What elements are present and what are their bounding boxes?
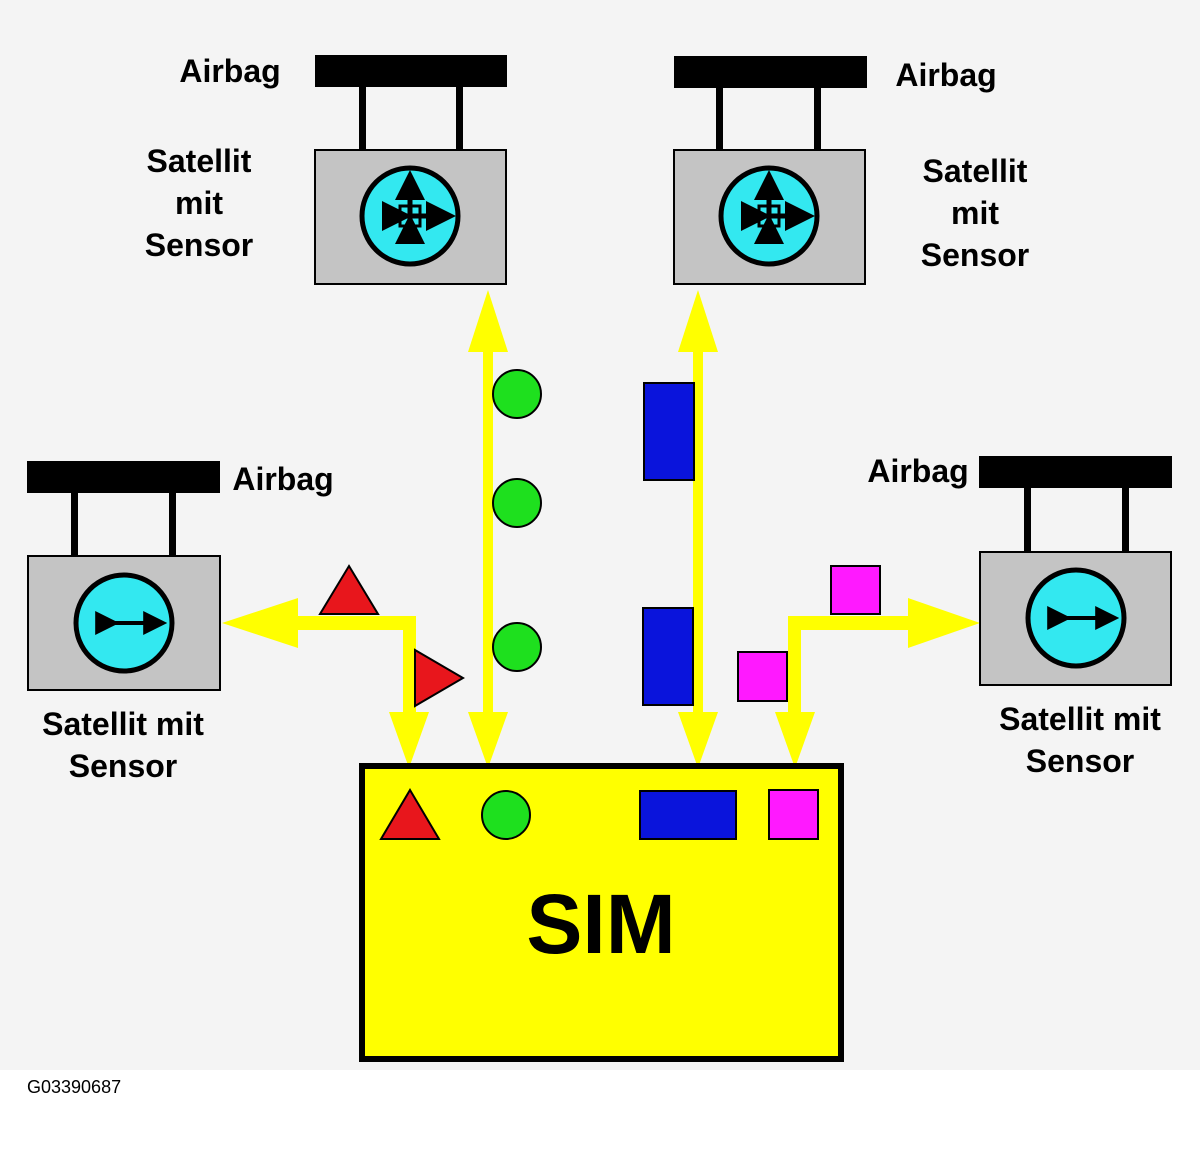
green-circle-icon bbox=[492, 478, 542, 528]
sim-box bbox=[359, 763, 844, 1062]
magenta-square-icon bbox=[830, 565, 881, 615]
signal-symbols bbox=[318, 369, 881, 708]
line-sim-to-left bbox=[222, 598, 429, 768]
multi-axis-sensor-icon bbox=[359, 165, 461, 267]
green-circle-icon bbox=[492, 369, 542, 419]
figure-code: G03390687 bbox=[27, 1077, 121, 1097]
sim-module: SIM bbox=[359, 763, 844, 1062]
airbag-connector bbox=[169, 493, 176, 557]
airbag-connector bbox=[716, 88, 723, 152]
sensor-label-line: Satellit bbox=[923, 153, 1028, 189]
line-sim-to-top-left bbox=[468, 290, 508, 768]
red-triangle-icon bbox=[379, 788, 441, 840]
single-axis-sensor-icon bbox=[1025, 567, 1127, 669]
airbag-connector bbox=[71, 493, 78, 557]
airbag-connector bbox=[1024, 488, 1031, 553]
airbag-bar bbox=[315, 55, 507, 87]
satellite-top-left: Airbag Satellit mit Sensor bbox=[145, 53, 507, 285]
blue-rectangle-icon bbox=[642, 607, 694, 706]
airbag-connector bbox=[456, 87, 463, 152]
blue-rectangle-icon bbox=[639, 790, 737, 840]
red-triangle-icon bbox=[414, 648, 465, 708]
airbag-connector bbox=[359, 87, 366, 152]
green-circle-icon bbox=[481, 790, 531, 840]
satellite-left: Airbag Satellit mit Sensor bbox=[27, 461, 334, 784]
line-sim-to-top-right bbox=[678, 290, 718, 768]
sensor-label-line: Satellit mit bbox=[999, 701, 1161, 737]
satellite-top-right: Airbag Satellit mit Sensor bbox=[673, 56, 1029, 285]
sensor-label-line: mit bbox=[175, 185, 223, 221]
satellite-right: Airbag Satellit mit Sensor bbox=[867, 453, 1172, 779]
sensor-label-line: Satellit mit bbox=[42, 706, 204, 742]
sensor-label-line: Sensor bbox=[1026, 743, 1134, 779]
single-axis-sensor-icon bbox=[73, 572, 175, 674]
red-triangle-icon bbox=[318, 564, 380, 615]
line-sim-to-right bbox=[775, 598, 980, 768]
blue-rectangle-icon bbox=[643, 382, 695, 481]
magenta-square-icon bbox=[737, 651, 788, 702]
airbag-label: Airbag bbox=[867, 453, 968, 489]
sim-label: SIM bbox=[526, 877, 675, 971]
airbag-connector bbox=[814, 88, 821, 152]
sensor-label-line: Sensor bbox=[921, 237, 1029, 273]
magenta-square-icon bbox=[768, 789, 819, 840]
multi-axis-sensor-icon bbox=[718, 165, 820, 267]
green-circle-icon bbox=[492, 622, 542, 672]
signal-lines bbox=[222, 290, 980, 768]
airbag-bar bbox=[27, 461, 220, 493]
sensor-label-line: Sensor bbox=[69, 748, 177, 784]
airbag-bar bbox=[979, 456, 1172, 488]
airbag-label: Airbag bbox=[232, 461, 333, 497]
sensor-label-line: mit bbox=[951, 195, 999, 231]
airbag-bar bbox=[674, 56, 867, 88]
sensor-label-line: Sensor bbox=[145, 227, 253, 263]
airbag-connector bbox=[1122, 488, 1129, 553]
airbag-label: Airbag bbox=[895, 57, 996, 93]
sensor-label-line: Satellit bbox=[147, 143, 252, 179]
airbag-label: Airbag bbox=[179, 53, 280, 89]
